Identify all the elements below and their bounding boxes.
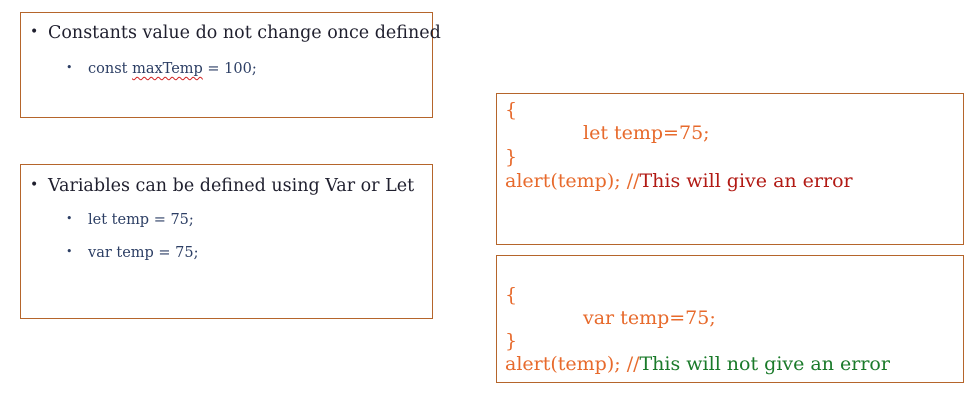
- const-prefix: const: [88, 61, 133, 77]
- var-alert-call: alert(temp); //: [505, 353, 640, 375]
- const-suffix: = 100;: [202, 61, 257, 77]
- var-alert-line: alert(temp); //This will not give an err…: [505, 353, 890, 375]
- let-alert-call: alert(temp); //: [505, 170, 640, 192]
- bullet-dot-icon: •: [30, 177, 39, 193]
- constants-example-bullet: • const maxTemp = 100;: [66, 61, 257, 77]
- var-open-brace: {: [505, 284, 518, 306]
- variables-box: • Variables can be defined using Var or L…: [20, 164, 433, 319]
- let-example-text: let temp = 75;: [88, 212, 194, 228]
- variables-let-bullet: • let temp = 75;: [66, 212, 194, 228]
- constants-box: • Constants value do not change once defi…: [20, 12, 441, 118]
- var-code-box: { var temp=75; } alert(temp); //This wil…: [496, 255, 964, 383]
- constants-heading: Constants value do not change once defin…: [48, 23, 441, 43]
- sub-bullet-dot-icon: •: [66, 61, 73, 74]
- variables-heading-bullet: • Variables can be defined using Var or L…: [30, 176, 414, 196]
- let-alert-line: alert(temp); //This will give an error: [505, 170, 853, 192]
- let-statement: let temp=75;: [583, 122, 710, 144]
- constants-heading-bullet: • Constants value do not change once defi…: [30, 23, 441, 43]
- let-error-comment: This will give an error: [639, 170, 853, 192]
- sub-bullet-dot-icon: •: [66, 245, 73, 258]
- bullet-dot-icon: •: [30, 24, 39, 40]
- let-close-brace: }: [505, 146, 518, 168]
- spellcheck-flagged-word: maxTemp: [132, 61, 203, 77]
- var-ok-comment: This will not give an error: [639, 353, 890, 375]
- var-statement: var temp=75;: [583, 307, 716, 329]
- var-example-text: var temp = 75;: [88, 245, 199, 261]
- variables-var-bullet: • var temp = 75;: [66, 245, 199, 261]
- sub-bullet-dot-icon: •: [66, 212, 73, 225]
- variables-heading: Variables can be defined using Var or Le…: [48, 176, 415, 196]
- let-code-box: { let temp=75; } alert(temp); //This wil…: [496, 93, 964, 245]
- let-open-brace: {: [505, 99, 518, 121]
- var-close-brace: }: [505, 330, 518, 352]
